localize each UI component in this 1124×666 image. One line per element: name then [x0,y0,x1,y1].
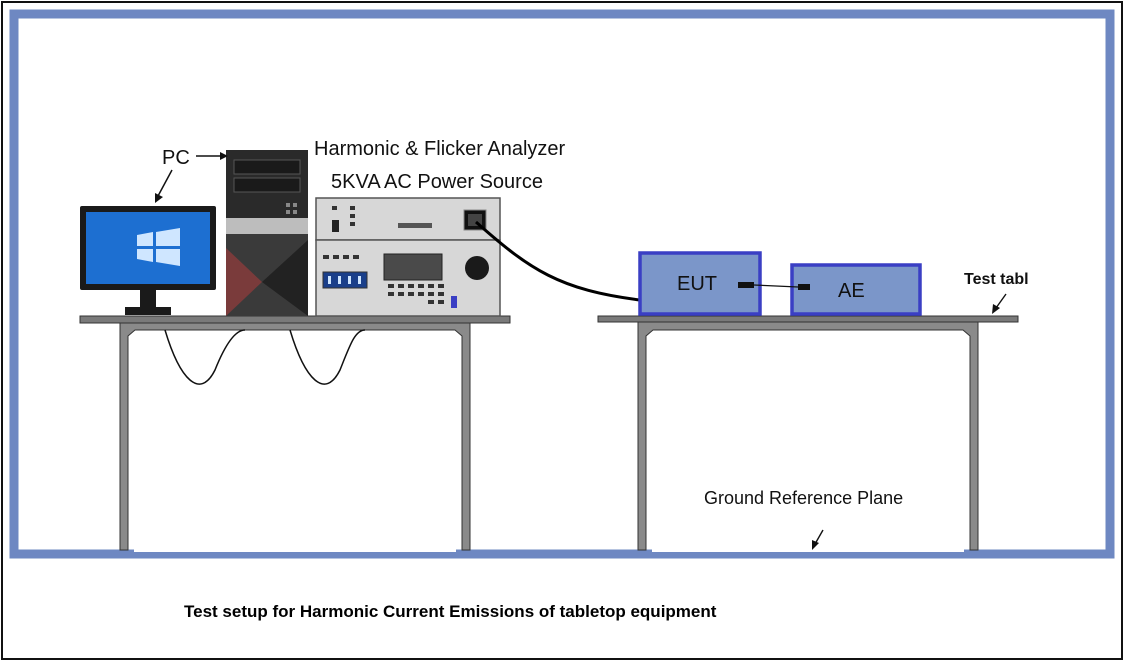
analyzer-strip-mark-3 [348,276,351,284]
analyzer-key-d2 [438,284,444,288]
analyzer-display-strip [322,271,368,289]
analyzer-switch [332,220,339,232]
analyzer-vent [398,223,432,228]
analyzer-key-d6 [438,300,444,304]
tower-port-1 [286,203,290,207]
monitor-icon [80,206,216,315]
test-table-label: Test tabl [964,271,1029,288]
analyzer-key-c1 [388,292,394,296]
test-table-arrow-head [992,304,1000,314]
analyzer-led-1 [332,206,337,210]
analyzer-key-a4 [353,255,359,259]
eut-label: EUT [677,273,717,295]
analyzer-key-b4 [418,284,424,288]
analyzer-key-b3 [408,284,414,288]
analyzer-key-d3 [428,292,434,296]
analyzer-key-a3 [343,255,349,259]
analyzer-blue-key [451,296,457,308]
tower-port-3 [286,210,290,214]
tower-bay-2 [233,177,301,193]
pc-label: PC [162,147,190,169]
analyzer-key-c4 [418,292,424,296]
ground-plane-arrow-line [814,529,824,545]
tower-port-4 [293,210,297,214]
hanging-cable-1 [164,329,246,385]
right-table-gap [652,336,964,552]
tower-accent-right [262,240,308,316]
analyzer-strip-mark-1 [328,276,331,284]
analyzer-strip-mark-4 [358,276,361,284]
ae-label: AE [838,280,865,302]
ground-plane-label: Ground Reference Plane [704,488,903,508]
monitor-neck [140,290,156,308]
test-table-arrow-line [995,293,1007,309]
ae-port [798,284,810,290]
left-table-top [79,315,511,324]
windows-logo-pane-3 [137,232,153,246]
power-source-label: 5KVA AC Power Source [331,171,543,193]
analyzer-key-b2 [398,284,404,288]
left-table [79,315,511,552]
hanging-cable-2 [289,329,366,385]
windows-logo-pane-4 [137,249,153,262]
analyzer-knob [465,256,489,280]
analyzer-key-d1 [428,284,434,288]
right-table-frame [637,321,979,551]
pc-arrow-head-2 [155,193,163,203]
cable-icon [475,220,657,306]
analyzer-key-d5 [428,300,434,304]
monitor-stand [125,307,171,315]
windows-logo-pane-2 [156,249,180,266]
tower-accent-left [226,248,262,316]
analyzer-led-2 [350,206,355,210]
eut-ae-link [753,284,799,288]
analyzer-strip-mark-2 [338,276,341,284]
left-table-frame [119,322,471,551]
monitor-screen [86,212,210,284]
analyzer-lcd [383,253,443,281]
analyzer-key-d4 [438,292,444,296]
arrow-icon [220,152,228,160]
right-table [597,315,1019,552]
analyzer-key-c2 [398,292,404,296]
analyzer-instrument-icon [315,197,501,317]
analyzer-led-3 [350,214,355,218]
windows-logo-pane-1 [156,228,180,246]
tower-band [226,218,308,234]
analyzer-key-b1 [388,284,394,288]
tower-port-2 [293,203,297,207]
analyzer-key-a1 [323,255,329,259]
tower-bay-1 [233,159,301,175]
right-table-top [597,315,1019,323]
analyzer-key-a2 [333,255,339,259]
diagram-caption: Test setup for Harmonic Current Emission… [184,602,717,621]
pc-tower-icon [226,150,308,316]
left-table-gap [134,336,456,552]
analyzer-led-4 [350,222,355,226]
analyzer-key-c3 [408,292,414,296]
eut-port [738,282,754,288]
ae-box [790,263,922,316]
pc-arrow-line-2 [157,169,173,197]
ground-plane-arrow-head [812,540,819,550]
analyzer-label: Harmonic & Flicker Analyzer [314,138,566,160]
